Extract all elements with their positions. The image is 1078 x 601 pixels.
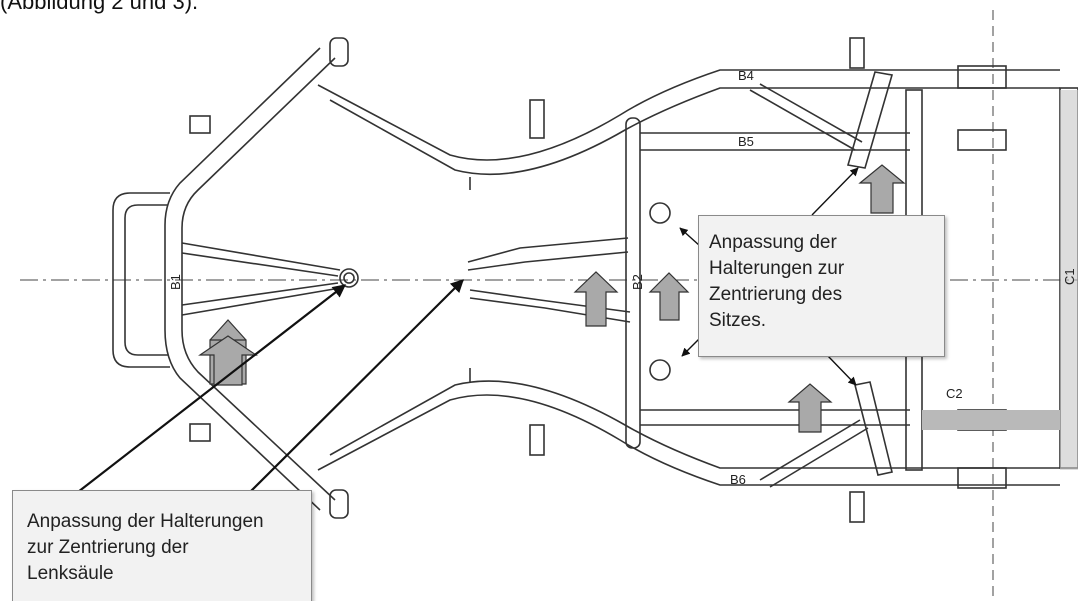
callout-steering-line-1: Anpassung der Halterungen <box>27 511 264 532</box>
axle-c2-bar <box>922 410 1060 430</box>
callout-steering-line-3: Lenksäule <box>27 563 114 584</box>
callout-seat-line-4: Sitzes. <box>709 310 767 331</box>
label-b5: B5 <box>738 134 754 149</box>
label-b1: B1 <box>168 274 183 290</box>
arrow-center-1 <box>573 271 619 327</box>
label-b4: B4 <box>738 68 754 83</box>
label-b2: B2 <box>630 274 645 290</box>
figure-caption: (Abbildung 2 und 3). <box>0 0 199 14</box>
axle-c1-bar <box>1060 90 1078 470</box>
leader-seat-4 <box>826 354 857 386</box>
callout-seat-line-3: Zentrierung des <box>709 284 843 305</box>
leader-seat-2 <box>681 337 701 357</box>
label-c1: C1 <box>1062 268 1077 285</box>
leader-seat-1 <box>679 227 701 247</box>
label-b6: B6 <box>730 472 746 487</box>
leader-steering-1 <box>77 284 347 493</box>
callout-seat-adjustment: Anpassung der Halterungen zur Zentrierun… <box>698 215 945 357</box>
adjustment-arrows <box>198 164 906 433</box>
arrow-rear-top <box>858 164 906 214</box>
arrow-rear-bottom <box>787 383 833 433</box>
arrow-center-2 <box>648 272 690 321</box>
callout-steering-adjustment: Anpassung der Halterungen zur Zentrierun… <box>12 490 312 601</box>
leader-seat-3 <box>811 167 859 216</box>
callout-steering-line-2: zur Zentrierung der <box>27 537 189 558</box>
callout-seat-line-1: Anpassung der <box>709 232 837 253</box>
frame-tubes <box>112 37 1078 523</box>
leader-steering-2 <box>249 279 464 493</box>
callout-seat-line-2: Halterungen zur <box>709 258 845 279</box>
label-c2: C2 <box>946 386 963 401</box>
